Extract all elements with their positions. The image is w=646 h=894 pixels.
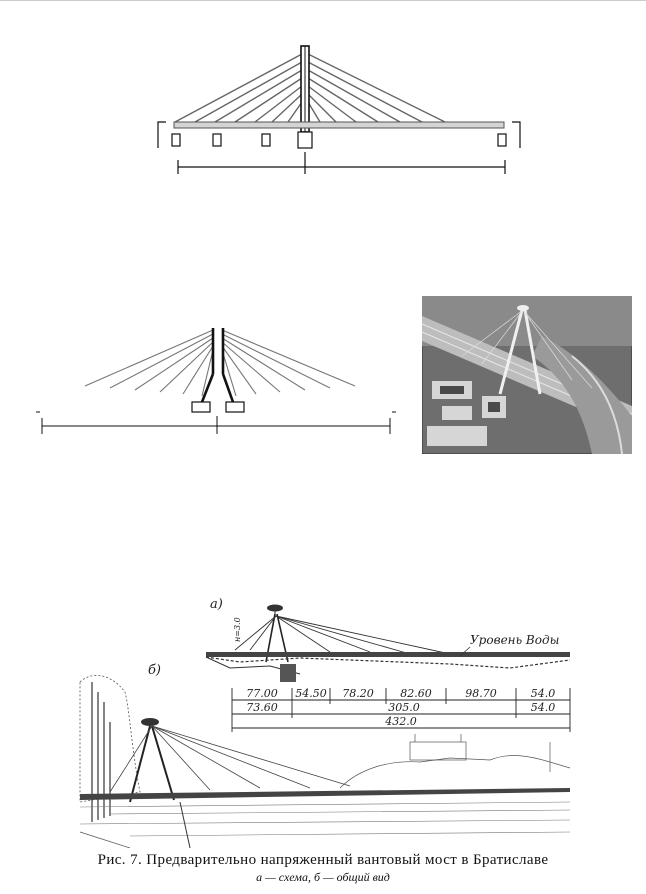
pier xyxy=(171,133,181,147)
label-a: а) xyxy=(210,597,223,612)
pylon-footing xyxy=(191,401,211,413)
view-cable xyxy=(109,725,153,793)
stay-cable xyxy=(201,349,214,397)
scheme-cable xyxy=(234,615,277,651)
stay-cable xyxy=(221,345,257,395)
stay-cable xyxy=(307,77,379,123)
scheme-cable xyxy=(249,615,277,651)
span-label: 73.60 xyxy=(246,701,278,714)
bridge-deck xyxy=(173,121,505,129)
stay-cable xyxy=(234,77,303,123)
abutment-right xyxy=(512,121,521,148)
stay-cable xyxy=(174,53,303,123)
stay-cable xyxy=(307,53,446,123)
stay-cable xyxy=(307,101,321,123)
stay-cable xyxy=(271,93,303,123)
span-label: 77.00 xyxy=(246,687,278,700)
scheme-deck xyxy=(206,652,570,657)
total-length-label: 432.0 xyxy=(384,715,417,728)
page-top-rule xyxy=(0,0,646,1)
scheme-cable xyxy=(275,615,331,653)
stay-cable xyxy=(221,349,237,397)
pier xyxy=(497,133,507,147)
main-pier xyxy=(297,131,313,149)
stay-cable xyxy=(307,69,401,123)
span-label: 54.0 xyxy=(531,687,556,700)
pylon-leg xyxy=(221,373,235,403)
stay-cable xyxy=(307,85,357,123)
stay-cable xyxy=(214,69,303,123)
photo-pylon-leg xyxy=(523,309,542,395)
span-label: 305.0 xyxy=(388,701,420,714)
view-cable xyxy=(151,725,351,787)
bratislava-bridge-illustration: а) н=3.0 Уровень Воды 77.00 54.50 78.20 … xyxy=(79,597,571,848)
scheme-cable xyxy=(275,615,451,655)
caption-title: Рис. 7. Предварительно напряженный ванто… xyxy=(97,852,549,868)
abutment-left xyxy=(157,121,166,148)
stay-cable xyxy=(84,329,214,387)
view-pylon xyxy=(151,725,175,801)
stay-cable xyxy=(307,61,423,123)
span-label: 54.50 xyxy=(295,687,327,700)
stay-cable xyxy=(221,329,356,387)
span-label: 82.60 xyxy=(400,687,432,700)
stay-cable xyxy=(254,85,303,123)
view-cable xyxy=(151,725,211,791)
photo-pylon-leg xyxy=(498,309,524,395)
pier xyxy=(261,133,271,147)
pylon-footing xyxy=(225,401,245,413)
stay-cable xyxy=(287,101,303,123)
view-pylon xyxy=(129,725,151,803)
stay-cable xyxy=(109,333,214,389)
stay-cable xyxy=(307,93,337,123)
stay-cable xyxy=(134,337,214,391)
scheme-cable xyxy=(275,615,411,655)
scheme-cable xyxy=(275,615,371,653)
stay-cable xyxy=(221,341,281,393)
view-deck xyxy=(80,788,570,800)
pylon-scheme-diagram xyxy=(36,328,396,434)
stay-cable xyxy=(182,345,214,395)
view-cable xyxy=(151,725,311,789)
span-label: 78.20 xyxy=(342,687,374,700)
view-cable xyxy=(151,725,261,789)
water-level-label: Уровень Воды xyxy=(470,633,559,647)
span-label: 98.70 xyxy=(465,687,497,700)
pier xyxy=(212,133,222,147)
tower-height-label: н=3.0 xyxy=(233,617,242,642)
stay-cable xyxy=(194,61,303,123)
stay-cable xyxy=(221,333,331,389)
bridge-elevation-diagram xyxy=(157,45,521,174)
caption-subtitle: а — схема, б — общий вид xyxy=(256,870,390,884)
label-b: б) xyxy=(148,663,161,678)
scheme-foundation xyxy=(280,664,296,682)
figure-caption: Рис. 7. Предварительно напряженный ванто… xyxy=(0,852,646,885)
pylon-leg xyxy=(200,373,215,403)
stay-cable xyxy=(159,341,214,393)
stay-cable xyxy=(221,337,306,391)
span-label: 54.0 xyxy=(531,701,556,714)
bridge-aerial-photo xyxy=(422,296,632,454)
